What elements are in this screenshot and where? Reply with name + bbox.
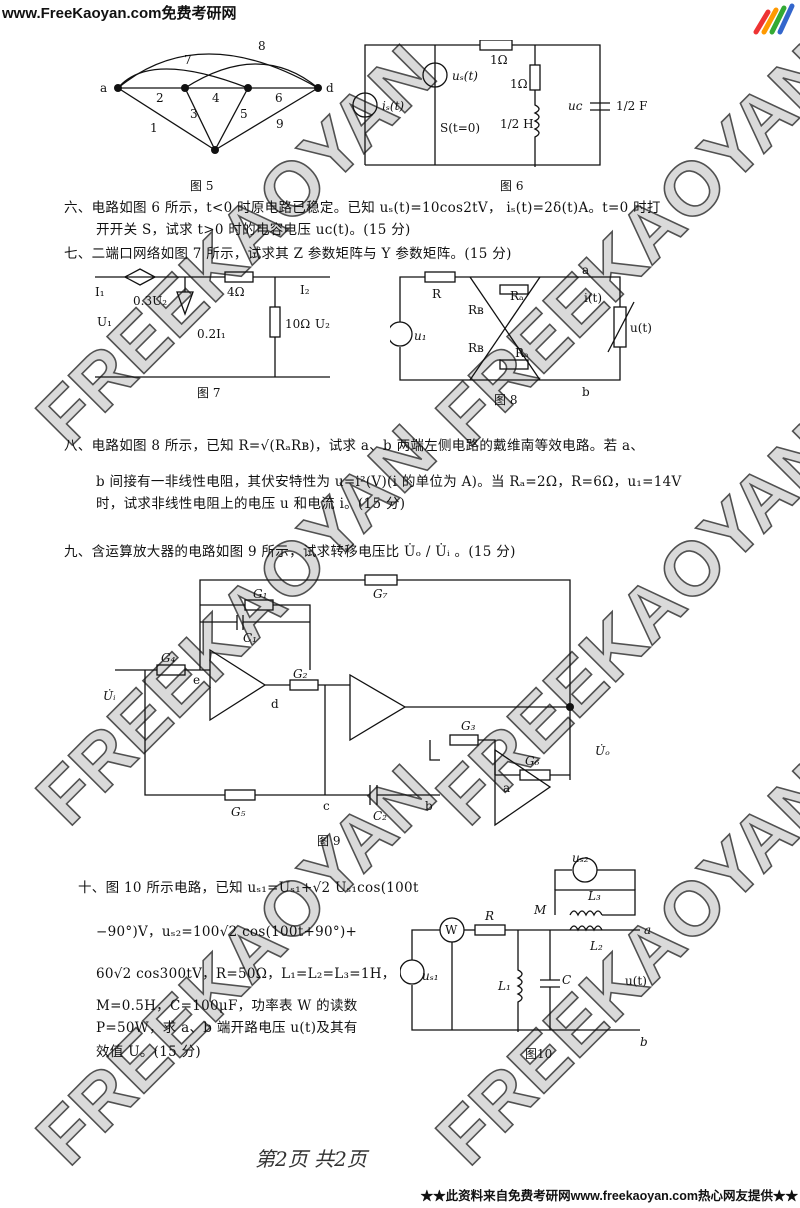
question-10-line-4: M=0.5H，C=100μF，功率表 W 的读数 [96, 998, 358, 1014]
svg-text:4: 4 [212, 91, 220, 105]
svg-text:R: R [432, 287, 442, 301]
svg-text:U̇ᵢ: U̇ᵢ [103, 688, 116, 703]
site-header[interactable]: www.FreeKaoyan.com免费考研网 [2, 5, 237, 22]
question-6-line-1: 六、电路如图 6 所示，t<0 时原电路已稳定。已知 uₛ(t)=10cos2t… [64, 200, 661, 216]
svg-text:b: b [640, 1035, 648, 1049]
svg-text:I₁: I₁ [95, 285, 105, 299]
svg-text:图 7: 图 7 [197, 386, 220, 400]
svg-text:I₂: I₂ [300, 283, 310, 297]
svg-text:5: 5 [240, 107, 248, 121]
svg-text:a: a [503, 781, 510, 795]
svg-text:e: e [193, 673, 200, 687]
svg-text:G₁: G₁ [253, 587, 267, 601]
svg-text:d: d [326, 81, 334, 95]
figure-5-graph: a d 1 2 34 5 6 7 8 9 图 5 [100, 39, 334, 193]
svg-text:b: b [582, 385, 590, 399]
svg-text:3: 3 [190, 107, 198, 121]
svg-text:G₃: G₃ [461, 719, 476, 733]
svg-text:S(t=0): S(t=0) [440, 121, 480, 135]
question-10-line-3: 60√2 cos300tV，R=50Ω，L₁=L₂=L₃=1H， [96, 966, 396, 982]
svg-text:a: a [644, 923, 651, 937]
svg-text:Rₐ: Rₐ [515, 346, 529, 360]
question-8-line-3: 时，试求非线性电阻上的电压 u 和电流 i。(15 分) [96, 496, 406, 512]
svg-text:u(t): u(t) [630, 321, 652, 335]
svg-text:G₂: G₂ [293, 667, 308, 681]
svg-text:Rₐ: Rₐ [510, 289, 524, 303]
question-8-line-2: b 间接有一非线性电阻，其伏安特性为 u=i²(V)(i 的单位为 A)。当 R… [96, 474, 682, 490]
question-7: 七、二端口网络如图 7 所示，试求其 Z 参数矩阵与 Y 参数矩阵。(15 分) [64, 246, 512, 262]
question-9: 九、含运算放大器的电路如图 9 所示，试求转移电压比 U̇ₒ / U̇ᵢ 。(1… [64, 544, 516, 560]
svg-text:图10: 图10 [525, 1047, 552, 1061]
question-6-line-2: 开开关 S，试求 t>0 时的电容电压 uᴄ(t)。(15 分) [96, 222, 411, 238]
svg-text:G₅: G₅ [231, 805, 246, 819]
svg-text:uₛ₂: uₛ₂ [572, 851, 589, 865]
site-footer: ★★此资料来自免费考研网www.freekaoyan.com热心网友提供★★ [420, 1189, 798, 1203]
svg-text:a: a [582, 263, 589, 277]
question-10-line-6: 效值 U。(15 分) [96, 1044, 201, 1060]
svg-text:图 5: 图 5 [190, 179, 213, 193]
svg-text:L₂: L₂ [589, 939, 603, 953]
svg-text:C₁: C₁ [243, 631, 257, 645]
svg-text:M: M [533, 903, 547, 917]
svg-text:1Ω: 1Ω [490, 53, 508, 67]
svg-text:G₆: G₆ [525, 754, 540, 768]
figure-7-two-port: I₁ I₂ U₁ U₂ 0.3U₂ 0.2I₁ 4Ω 10Ω 图 7 [95, 268, 330, 400]
svg-text:L₁: L₁ [497, 979, 511, 993]
svg-text:uₛ(t): uₛ(t) [452, 69, 478, 83]
site-logo-icon [753, 3, 795, 35]
svg-text:图 6: 图 6 [500, 179, 523, 193]
svg-text:7: 7 [184, 53, 192, 67]
svg-text:8: 8 [258, 39, 266, 53]
question-8-line-1: 八、电路如图 8 所示，已知 R=√(RₐRʙ)，试求 a、b 两端左侧电路的戴… [64, 438, 645, 454]
svg-text:9: 9 [276, 117, 284, 131]
svg-text:6: 6 [275, 91, 283, 105]
svg-text:b: b [425, 799, 433, 813]
svg-text:uᴄ: uᴄ [568, 99, 583, 113]
figure-10-circuit: W R uₛ₁ uₛ₂ L₁ L₂ L₃ M Ca b u(t) 图10 [400, 851, 651, 1061]
svg-text:d: d [271, 697, 279, 711]
svg-text:U₂: U₂ [315, 317, 330, 331]
svg-text:图 9: 图 9 [317, 834, 340, 848]
svg-text:0.2I₁: 0.2I₁ [197, 327, 226, 341]
svg-text:1/2 F: 1/2 F [616, 99, 647, 113]
svg-text:R: R [484, 909, 494, 923]
svg-text:W: W [445, 923, 458, 937]
svg-text:C: C [562, 973, 571, 987]
page-number-handwritten: 第2页 共2页 [255, 1147, 367, 1171]
svg-text:4Ω: 4Ω [227, 285, 245, 299]
svg-text:c: c [323, 799, 330, 813]
svg-text:G₇: G₇ [373, 587, 388, 601]
svg-text:u(t): u(t) [625, 974, 647, 988]
svg-text:U̇ₒ: U̇ₒ [595, 743, 610, 758]
svg-text:G₄: G₄ [161, 651, 176, 665]
svg-text:U₁: U₁ [97, 315, 112, 329]
svg-text:1/2 H: 1/2 H [500, 117, 534, 131]
svg-text:Rʙ: Rʙ [468, 341, 484, 355]
svg-text:10Ω: 10Ω [285, 317, 310, 331]
question-10-line-2: −90°)V，uₛ₂=100√2 cos(100t+90°)+ [96, 924, 358, 940]
svg-text:iₛ(t): iₛ(t) [382, 99, 404, 113]
svg-text:2: 2 [156, 91, 164, 105]
svg-text:L₃: L₃ [587, 889, 601, 903]
question-10-line-5: P=50W，求 a、b 端开路电压 u(t)及其有 [96, 1020, 358, 1036]
svg-text:uₛ₁: uₛ₁ [422, 969, 439, 983]
svg-text:Rʙ: Rʙ [468, 303, 484, 317]
figure-9-opamp-circuit: G₁ G₂ G₃ G₄ G₅ G₆ G₇ C₁ C₂ U̇ᵢ U̇ₒ e d c b a 图 … [103, 574, 610, 848]
svg-text:a: a [100, 81, 107, 95]
svg-text:0.3U₂: 0.3U₂ [133, 294, 167, 308]
svg-text:1Ω: 1Ω [510, 77, 528, 91]
question-10-line-1: 十、图 10 所示电路，已知 uₛ₁=Uₛ₁+√2 Uₛ₁cos(100t [78, 880, 419, 896]
svg-text:1: 1 [150, 121, 158, 135]
svg-text:u₁: u₁ [414, 329, 427, 343]
svg-text:图 8: 图 8 [494, 393, 517, 407]
svg-text:i(t): i(t) [584, 291, 602, 305]
svg-text:C₂: C₂ [373, 809, 387, 823]
